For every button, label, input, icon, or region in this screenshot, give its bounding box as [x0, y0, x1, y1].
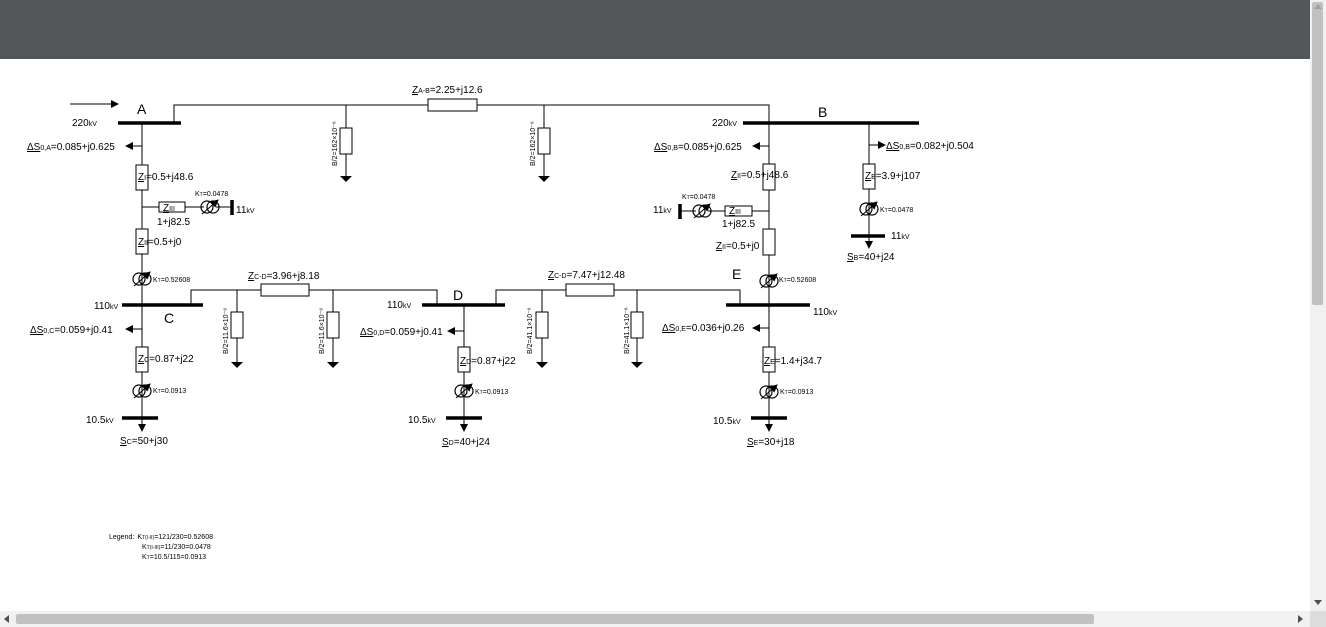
flow-arrows	[70, 100, 886, 432]
load-b: SB=40+j24	[847, 252, 895, 263]
impedance-a-hv: ZI=0.5+j48.6	[138, 172, 194, 183]
loss-d: ΔS0,D=0.059+j0.41	[360, 327, 443, 338]
impedance-b-transformer: ZB=3.9+j107	[865, 171, 921, 182]
transformer-icon	[760, 274, 778, 288]
voltage-b-lv: 11kV	[891, 231, 910, 242]
ratio-notes: Legend:KT(I-II)=121/230=0.52608 KT(I-III…	[109, 534, 213, 561]
svg-text:KT=10.5/115=0.0913: KT=10.5/115=0.0913	[142, 554, 206, 561]
impedance-d: ZD=0.87+j22	[460, 356, 516, 367]
line-impedance-de: ZC-D=7.47+j12.48	[548, 270, 625, 281]
transformer-icon	[133, 272, 151, 286]
voltage-e-lv: 10.5kV	[713, 416, 741, 427]
ground-icon	[230, 351, 244, 369]
power-network-diagram: A B C D E 220kV 220kV 110kV 110kV 110kV …	[27, 85, 974, 561]
scrollbar-corner	[1310, 611, 1326, 627]
bus-label-d: D	[453, 287, 463, 303]
scroll-right-arrow-icon[interactable]	[1298, 615, 1303, 623]
loss-c: ΔS0,C=0.059+j0.41	[30, 325, 113, 336]
bus-label-a: A	[137, 101, 147, 117]
document-page: A B C D E 220kV 220kV 110kV 110kV 110kV …	[6, 59, 1310, 611]
impedance-e: ZE=1.4+j34.7	[764, 356, 822, 367]
bus-label-b: B	[818, 104, 827, 120]
transformer-icon	[760, 385, 778, 399]
transformer-icon	[455, 384, 473, 398]
bus-label-c: C	[164, 310, 174, 326]
horizontal-scroll-thumb[interactable]	[16, 614, 1094, 624]
ratio-b-transformer: KT=0.0478	[880, 207, 913, 214]
impedance-c: ZC=0.87+j22	[138, 354, 194, 365]
ratio-e: KT=0.0913	[780, 389, 813, 396]
ratio-d: KT=0.0913	[475, 389, 508, 396]
impedance-a-mv-value: 1+j82.5	[157, 217, 191, 228]
ratio-a-iii: KT=0.0478	[195, 191, 228, 198]
voltage-b-mv: 11kV	[653, 205, 672, 216]
ratio-b-iii: KT=0.0478	[682, 194, 715, 201]
bus-label-e: E	[732, 266, 741, 282]
voltage-e: 110kV	[813, 307, 837, 318]
impedance-b-hv: ZII=0.5+j48.6	[731, 170, 789, 181]
ground-icon	[339, 165, 353, 183]
transformer-icon	[133, 384, 151, 398]
load-e: SE=30+j18	[747, 437, 795, 448]
impedance-b-lv: ZII=0.5+j0	[716, 241, 760, 252]
impedance-b-mv-symbol: ZIII	[729, 206, 741, 217]
shunt-label-de-2: B/2=41.1×10⁻⁶	[624, 307, 631, 354]
ratio-e-i: KT=0.52608	[779, 277, 816, 284]
ground-icon	[535, 351, 549, 369]
ground-icon	[326, 351, 340, 369]
shunt-label-cd-2: B/2=11.6×10⁻⁶	[319, 308, 326, 354]
line-impedance-cd: ZC-D=3.96+j8.18	[248, 271, 320, 282]
voltage-c-lv: 10.5kV	[86, 415, 114, 426]
svg-text:Legend:KT(I-II)=121/230=0.5260: Legend:KT(I-II)=121/230=0.52608	[109, 534, 213, 541]
line-impedance-ab: ZA-B=2.25+j12.6	[412, 85, 483, 96]
impedance-a-mv-symbol: ZIII	[163, 203, 175, 214]
ratio-c: KT=0.0913	[153, 388, 186, 395]
voltage-a-mv: 11kV	[236, 205, 255, 216]
vertical-scroll-thumb[interactable]	[1312, 2, 1323, 305]
voltage-d-lv: 10.5kV	[408, 415, 436, 426]
loss-e: ΔS0,E=0.036+j0.26	[662, 323, 745, 334]
busbars	[118, 121, 919, 420]
impedance-b-mv-value: 1+j82.5	[722, 219, 756, 230]
ground-icon	[537, 165, 551, 183]
svg-text:KT(I-III)=11/230=0.0478: KT(I-III)=11/230=0.0478	[142, 544, 211, 551]
loss-a: ΔS0,A=0.085+j0.625	[27, 142, 115, 153]
shunt-label-de-1: B/2=41.1×10⁻⁶	[527, 307, 534, 354]
loss-b-1: ΔS0,B=0.085+j0.625	[654, 142, 742, 153]
notes-lead: Legend:	[109, 534, 134, 541]
ratio-a-i: KT=0.52608	[153, 277, 190, 284]
voltage-d: 110kV	[387, 300, 411, 311]
loss-b-2: ΔS0,B=0.082+j0.504	[886, 141, 974, 152]
scroll-up-arrow-icon[interactable]	[1314, 4, 1322, 9]
shunt-label-ab-2: B/2=162×10⁻⁶	[530, 121, 537, 166]
scroll-down-arrow-icon[interactable]	[1314, 600, 1322, 605]
voltage-c: 110kV	[94, 301, 118, 312]
shunt-label-ab-1: B/2=162×10⁻⁶	[332, 121, 339, 166]
impedance-a-lv: ZII=0.5+j0	[138, 237, 182, 248]
ground-icon	[630, 351, 644, 369]
load-c: SC=50+j30	[120, 436, 168, 447]
transformer-symbols	[133, 200, 878, 399]
load-d: SD=40+j24	[442, 437, 490, 448]
wiring	[135, 98, 876, 418]
voltage-a: 220kV	[72, 118, 97, 129]
voltage-b: 220kV	[712, 118, 737, 129]
viewer-toolbar	[0, 0, 1310, 59]
transformer-icon	[860, 202, 878, 216]
scroll-left-arrow-icon[interactable]	[4, 615, 9, 623]
shunt-label-cd-1: B/2=11.6×10⁻⁶	[223, 308, 230, 354]
